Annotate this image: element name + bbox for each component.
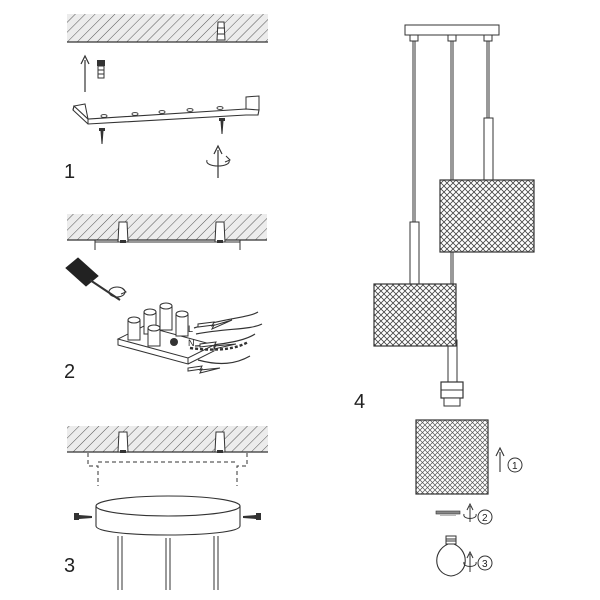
callout-number-1: 1 bbox=[512, 461, 518, 472]
lamp-shade-lower bbox=[415, 419, 489, 495]
terminal-marking-l: L bbox=[188, 324, 193, 334]
rotate-ring-icon bbox=[463, 502, 477, 522]
screwdriver-icon bbox=[65, 257, 127, 301]
callout-3: 3 bbox=[477, 555, 493, 571]
step-4: 4 1 2 bbox=[354, 24, 535, 577]
up-arrow-icon bbox=[80, 54, 90, 92]
lamp-socket bbox=[440, 381, 464, 407]
side-screw-icon bbox=[243, 513, 261, 520]
bracket-outline-dashed bbox=[87, 453, 248, 486]
step-number-4: 4 bbox=[354, 391, 365, 413]
wall-plug-icon bbox=[97, 60, 105, 79]
screw-icon bbox=[219, 118, 225, 134]
wall-plug-icon bbox=[216, 21, 226, 41]
ceiling-canopy bbox=[95, 495, 241, 590]
up-arrow-icon bbox=[495, 446, 505, 472]
wires bbox=[189, 311, 263, 365]
screw-icon bbox=[99, 128, 105, 144]
canopy-top bbox=[404, 24, 500, 42]
lamp-shade-middle bbox=[373, 283, 457, 347]
callout-1: 1 bbox=[507, 457, 523, 473]
lamp-shade-upper bbox=[439, 179, 535, 253]
ceiling-1 bbox=[67, 14, 268, 43]
step-number-3: 3 bbox=[64, 555, 75, 577]
terminal-cylinders bbox=[127, 302, 189, 347]
step-2: L N 2 bbox=[64, 214, 267, 383]
anchor-screw-icon bbox=[214, 221, 226, 243]
ceiling-2 bbox=[67, 214, 267, 250]
anchor-screw-icon bbox=[117, 431, 129, 453]
shade-ring bbox=[435, 510, 461, 516]
step-number-2: 2 bbox=[64, 361, 75, 383]
rotate-bulb-icon bbox=[463, 550, 477, 572]
callout-2: 2 bbox=[477, 509, 493, 525]
step-1: 1 bbox=[64, 14, 268, 183]
step-number-1: 1 bbox=[64, 161, 75, 183]
earth-connector bbox=[170, 338, 178, 346]
anchor-screw-icon bbox=[214, 431, 226, 453]
ceiling-3 bbox=[67, 426, 268, 453]
mounting-bracket bbox=[72, 95, 260, 125]
light-bulb-icon bbox=[436, 535, 466, 577]
callout-number-2: 2 bbox=[482, 513, 488, 524]
callout-number-3: 3 bbox=[482, 559, 488, 570]
terminal-block: L N bbox=[116, 302, 216, 365]
step-3: 3 bbox=[64, 426, 268, 590]
side-screw-icon bbox=[74, 513, 92, 520]
rotate-screwdriver-icon bbox=[206, 144, 231, 178]
anchor-screw-icon bbox=[117, 221, 129, 243]
wire-insert-arrows bbox=[187, 319, 237, 374]
terminal-marking-n: N bbox=[188, 338, 195, 348]
